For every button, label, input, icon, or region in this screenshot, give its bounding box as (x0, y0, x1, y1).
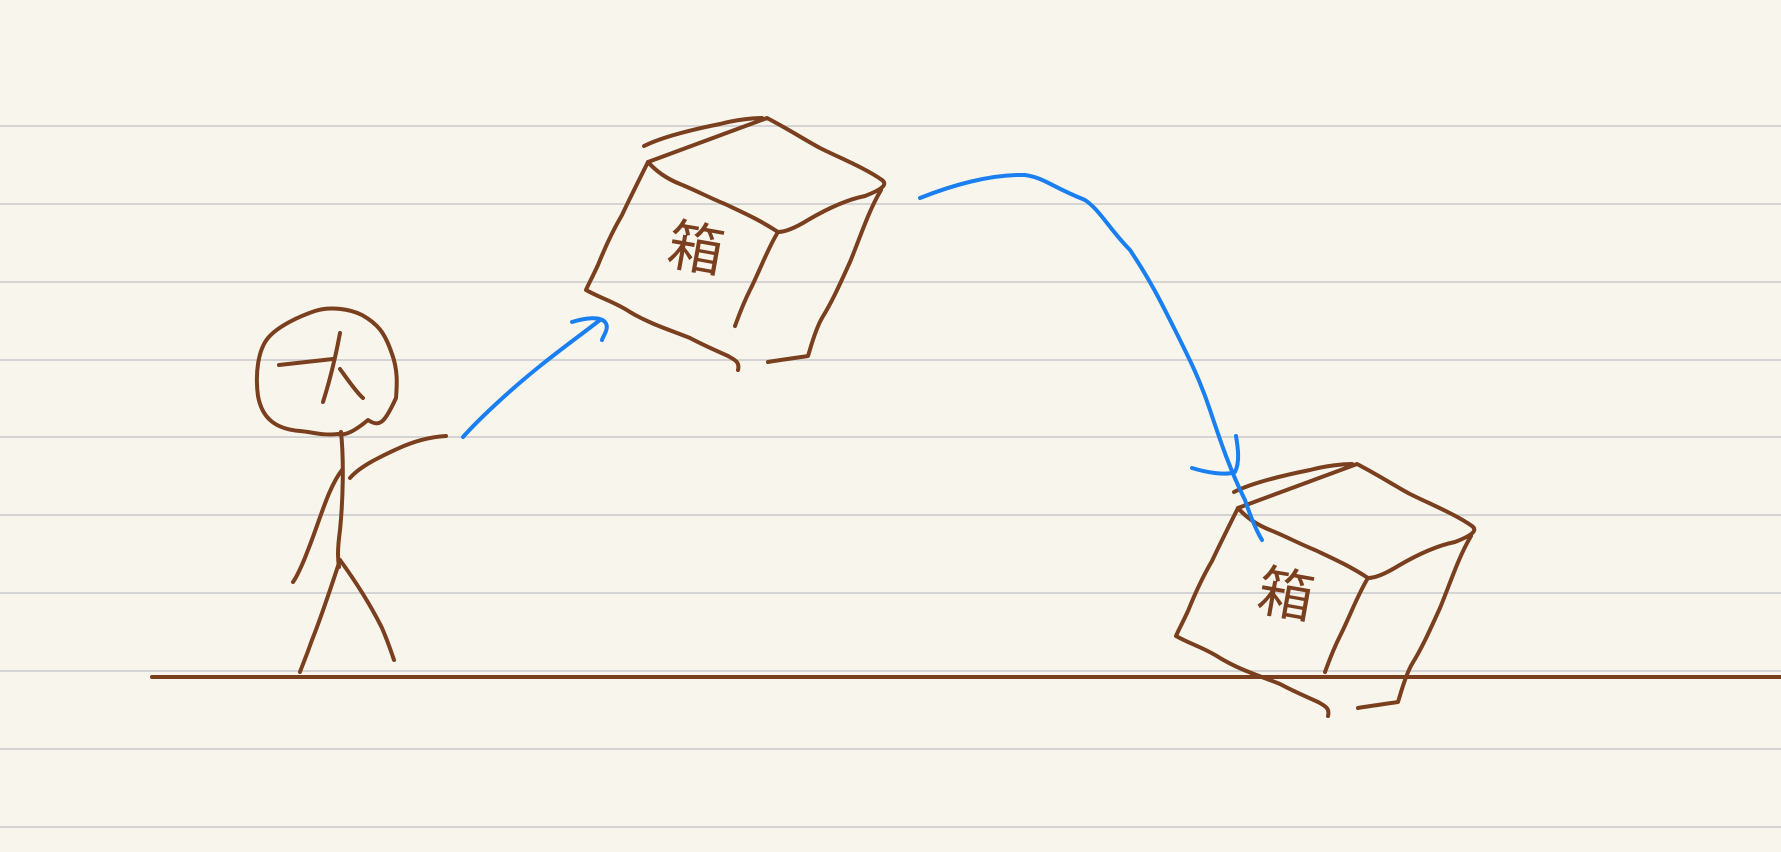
ruled-lines (0, 125, 1781, 828)
stick-figure-body (336, 430, 345, 569)
throw-arrow (461, 316, 609, 439)
stick-figure (254, 306, 448, 674)
stick-figure-leg-left (298, 558, 342, 674)
stick-figure-arm-throwing (348, 434, 448, 480)
stick-figure-leg-right (338, 558, 396, 662)
box-midair-top (642, 116, 887, 234)
box-midair-right (766, 188, 883, 364)
stick-figure-head (254, 306, 399, 437)
box-midair-left (584, 160, 741, 372)
throw-arrow-shaft (461, 318, 602, 439)
throw-arrow-head (570, 316, 609, 342)
box-landed-edge (1323, 576, 1370, 674)
box-midair (584, 116, 887, 372)
head-kanji-ki (277, 331, 365, 404)
stick-figure-arm-left (291, 468, 344, 584)
trajectory-arrow-shaft (918, 172, 1264, 542)
box-landed-top (1232, 462, 1477, 580)
box-midair-kanji: 箱 (663, 213, 729, 287)
trajectory-arrow-head (1190, 434, 1241, 476)
box-landed-left (1174, 506, 1331, 718)
box-midair-edge (733, 230, 780, 328)
box-landed-kanji: 箱 (1253, 559, 1319, 633)
box-landed-right (1356, 534, 1473, 710)
trajectory-arrow (918, 172, 1264, 542)
box-landed (1174, 462, 1477, 718)
